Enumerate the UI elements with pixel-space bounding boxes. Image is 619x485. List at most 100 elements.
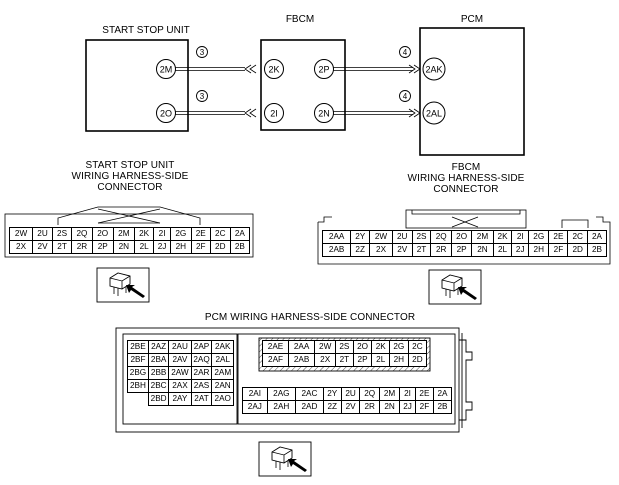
svg-text:2AK: 2AK: [425, 65, 442, 75]
pin-cell: 2BG: [127, 366, 149, 380]
pin-cell: 2K: [492, 230, 513, 244]
pin-cell: 2AJ: [242, 400, 268, 414]
pin-cell: 2BF: [127, 353, 149, 367]
pin-cell: 2B: [432, 400, 453, 414]
pin-cell: 2AA: [288, 340, 316, 354]
pin-cell: 2W: [369, 230, 393, 244]
pin-cell: 2C: [567, 230, 589, 244]
pin-cell: 2AT: [190, 392, 213, 406]
pin-cell: 2H: [169, 240, 192, 254]
pin-cell: 2AX: [168, 379, 192, 393]
pin-cell: 2AK: [211, 340, 234, 354]
ssu-title: START STOP UNIT: [102, 25, 189, 36]
pin-cell: 2AP: [190, 340, 213, 354]
wire-number-3-top: [196, 46, 208, 58]
pin-cell: 2AD: [295, 400, 324, 414]
pin-cell: 2BC: [147, 379, 170, 393]
pin-cell: 2U: [391, 230, 413, 244]
pin-cell: 2S: [335, 340, 354, 354]
ssu-connector-housing: [4, 206, 254, 258]
pin-cell: [128, 393, 149, 406]
pin-cell: 2Y: [350, 230, 371, 244]
pin-cell: 2H: [388, 353, 409, 367]
pin-cell: 2AW: [168, 366, 192, 380]
wire-number-3-bot: [196, 90, 208, 102]
svg-text:2N: 2N: [318, 109, 330, 119]
pin-cell: 2Q: [430, 230, 452, 244]
pin-cell: 2O: [91, 227, 114, 241]
pin-cell: 2E: [548, 230, 569, 244]
pin-cell: 2T: [411, 243, 432, 257]
pin-cell: 2T: [335, 353, 354, 367]
pin-cell: 2Z: [322, 400, 342, 414]
pin-cell: 2X: [369, 243, 393, 257]
ssu-box: [85, 39, 189, 132]
wires-fbcm-pcm: [333, 64, 421, 118]
pin-cell: 2Y: [322, 387, 342, 401]
svg-text:3: 3: [200, 92, 205, 101]
pin-cell: 2L: [492, 243, 513, 257]
svg-text:2K: 2K: [268, 65, 279, 75]
pin-cell: 2AS: [190, 379, 213, 393]
svg-text:3: 3: [200, 48, 205, 57]
pin-cell: 2F: [548, 243, 569, 257]
pin-cell: 2N: [112, 240, 136, 254]
pin-cell: 2N: [471, 243, 494, 257]
pin-cell: 2P: [91, 240, 114, 254]
connector-icon-fbcm: [428, 269, 482, 305]
svg-text:4: 4: [403, 92, 408, 101]
pin-cell: 2K: [134, 227, 155, 241]
pin-cell: 2M: [378, 387, 401, 401]
pin-cell: 2AL: [211, 353, 234, 367]
pin-cell: 2AR: [190, 366, 213, 380]
pin-cell: 2X: [314, 353, 337, 367]
fbcm-box: [260, 39, 346, 131]
pin-cell: 2BA: [147, 353, 170, 367]
pin-cell: 2I: [153, 227, 171, 241]
pin-cell: 2AC: [295, 387, 324, 401]
fbcm-title: FBCM: [286, 14, 314, 25]
pin-cell: 2AH: [266, 400, 297, 414]
pin-cell: 2S: [51, 227, 73, 241]
pin-cell: 2W: [8, 227, 34, 241]
pin-cell: 2B: [587, 243, 607, 257]
pin-cell: 2D: [567, 243, 589, 257]
pin-cell: 2A: [229, 227, 251, 241]
pin-cell: 2AE: [261, 340, 290, 354]
pin-cell: 2O: [352, 340, 373, 354]
svg-text:2M: 2M: [160, 65, 173, 75]
pin-cell: 2E: [414, 387, 434, 401]
pin-cell: 2I: [511, 230, 530, 244]
pin-cell: 2N: [378, 400, 401, 414]
pin-cell: 2AY: [168, 392, 192, 406]
pin-cell: 2Z: [350, 243, 371, 257]
pin-cell: 2T: [51, 240, 73, 254]
pin-cell: 2V: [391, 243, 413, 257]
pin-cell: 2F: [190, 240, 211, 254]
pin-cell: 2V: [340, 400, 361, 414]
pcm-title: PCM: [461, 14, 483, 25]
pin-cell: 2AZ: [147, 340, 170, 354]
pin-cell: 2G: [388, 340, 409, 354]
ssu-terminal-bot: [156, 103, 176, 123]
fbcm-connector-housing: [317, 209, 611, 265]
svg-text:2AL: 2AL: [426, 109, 442, 119]
pin-cell: 2BB: [147, 366, 170, 380]
pin-cell: 2H: [528, 243, 550, 257]
svg-text:2O: 2O: [160, 109, 172, 119]
pin-cell: 2F: [414, 400, 434, 414]
pcm-connector-title: PCM WIRING HARNESS-SIDE CONNECTOR: [204, 312, 416, 323]
pin-cell: 2G: [528, 230, 550, 244]
pin-cell: 2J: [153, 240, 171, 254]
pin-cell: 2AN: [211, 379, 234, 393]
pin-cell: 2P: [352, 353, 373, 367]
fbcm-connector-title: FBCM WIRING HARNESS-SIDE CONNECTOR: [407, 162, 525, 195]
pin-cell: 2L: [371, 353, 390, 367]
pin-cell: 2A: [432, 387, 453, 401]
pcm-box: [419, 27, 525, 156]
pin-cell: 2W: [314, 340, 337, 354]
